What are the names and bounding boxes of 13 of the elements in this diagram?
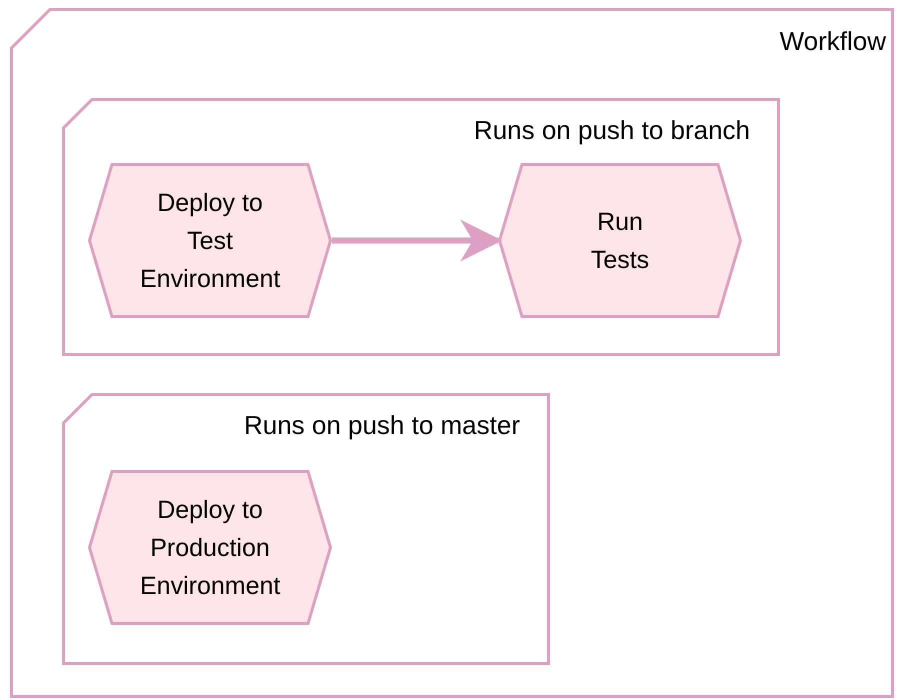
arrow	[332, 220, 502, 262]
step-label: Deploy to Production Environment	[140, 494, 280, 602]
step-label: Deploy to Test Environment	[140, 188, 280, 294]
frame-title: Runs on push to branch	[474, 115, 750, 146]
frame-title: Workflow	[780, 26, 886, 57]
workflow-frame	[10, 8, 894, 698]
step-label: Run Tests	[590, 206, 650, 276]
frame-title: Runs on push to master	[244, 410, 520, 441]
process-hexagon	[88, 163, 332, 318]
group-frame	[62, 393, 550, 665]
process-hexagon	[88, 470, 332, 625]
group-frame	[62, 98, 780, 356]
process-hexagon	[498, 163, 742, 318]
